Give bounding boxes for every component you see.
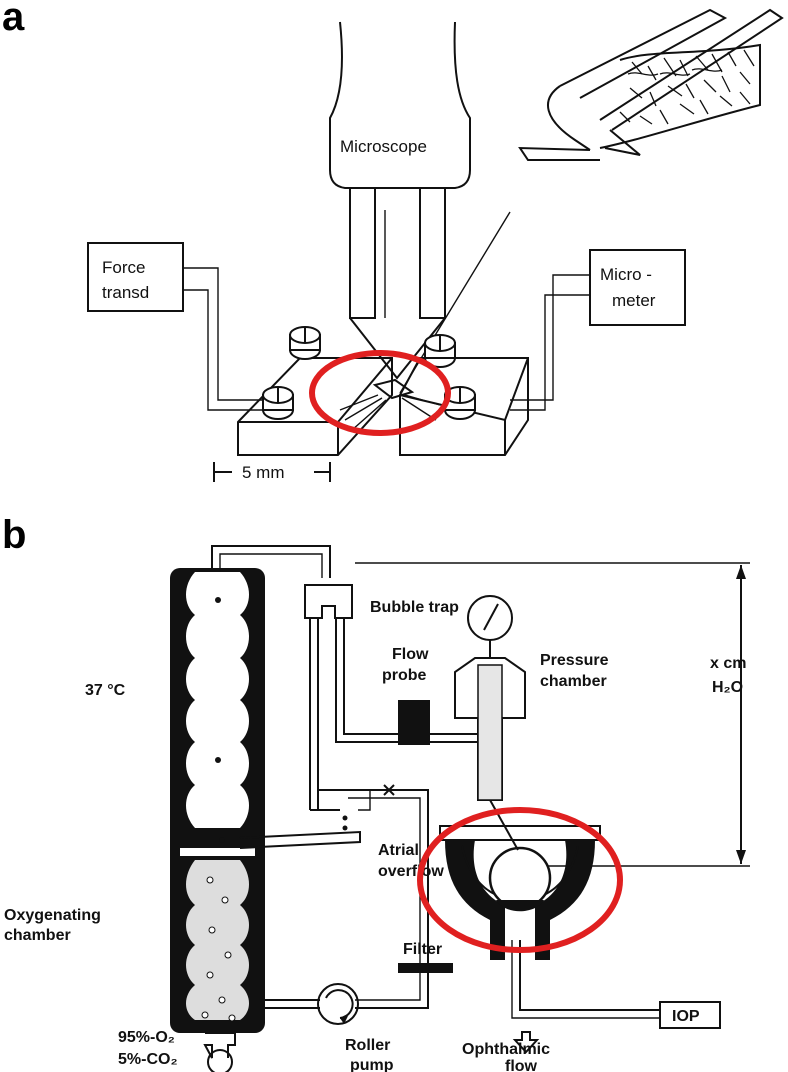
eye-chamber — [439, 799, 660, 1019]
ophthalmic-flow: Ophthalmic flow — [462, 1031, 550, 1072]
forceps-illustration — [518, 8, 784, 161]
bubble-trap-label: Bubble trap — [370, 599, 459, 616]
pressure-label-2: chamber — [540, 673, 607, 690]
iop-box: IOP — [659, 1001, 721, 1029]
roller-pump: Roller pump — [317, 983, 394, 1072]
scale-bar: 5 mm — [213, 462, 331, 482]
flow-probe-label-1: Flow — [392, 646, 429, 663]
oxygenating-column — [170, 568, 265, 1072]
oxygenating-label-1: Oxygenating — [4, 907, 101, 924]
oxygenating-label-2: chamber — [4, 927, 71, 944]
roller-label-2: pump — [350, 1057, 394, 1072]
ophthalmic-label-2: flow — [505, 1058, 538, 1072]
atrial-label-2: overflow — [378, 863, 444, 880]
height-label-2: H₂O — [712, 679, 743, 696]
microscope-label: Microscope — [340, 137, 427, 156]
flow-probe: Flow probe — [382, 646, 430, 745]
panel-b-label: b — [2, 513, 26, 557]
force-label-1: Force — [102, 258, 145, 277]
atrial-overflow: Atrial overflow — [239, 742, 444, 880]
pressure-label-1: Pressure — [540, 652, 609, 669]
panel-a-label: a — [2, 0, 25, 39]
height-label-1: x cm — [710, 655, 746, 672]
return-tubing — [340, 789, 429, 1009]
highlight-circle-b — [417, 807, 623, 953]
micrometer-label-2: meter — [612, 291, 656, 310]
pressure-chamber: Pressure chamber — [454, 595, 609, 801]
gas-label-2: 5%-CO₂ — [118, 1051, 178, 1068]
microscope: Microscope — [329, 21, 471, 380]
flow-probe-label-2: probe — [382, 667, 427, 684]
height-indicator: x cm H₂O — [355, 562, 750, 867]
force-label-2: transd — [102, 283, 149, 302]
mounting-stage — [237, 326, 529, 456]
filter-label: Filter — [403, 941, 442, 958]
ophthalmic-label-1: Ophthalmic — [462, 1041, 550, 1058]
temperature-label: 37 °C — [85, 682, 126, 699]
roller-label-1: Roller — [345, 1037, 390, 1054]
micrometer-label-1: Micro - — [600, 265, 652, 284]
micrometer: Micro - meter — [510, 249, 686, 411]
force-transducer: Force transd — [87, 242, 265, 411]
filter: Filter — [398, 941, 453, 973]
gas-label-1: 95%-O₂ — [118, 1029, 175, 1046]
top-tubing — [211, 545, 331, 578]
iop-label: IOP — [672, 1008, 700, 1025]
highlight-circle-a — [309, 350, 451, 436]
scale-label: 5 mm — [242, 463, 285, 482]
atrial-label-1: Atrial — [378, 842, 419, 859]
